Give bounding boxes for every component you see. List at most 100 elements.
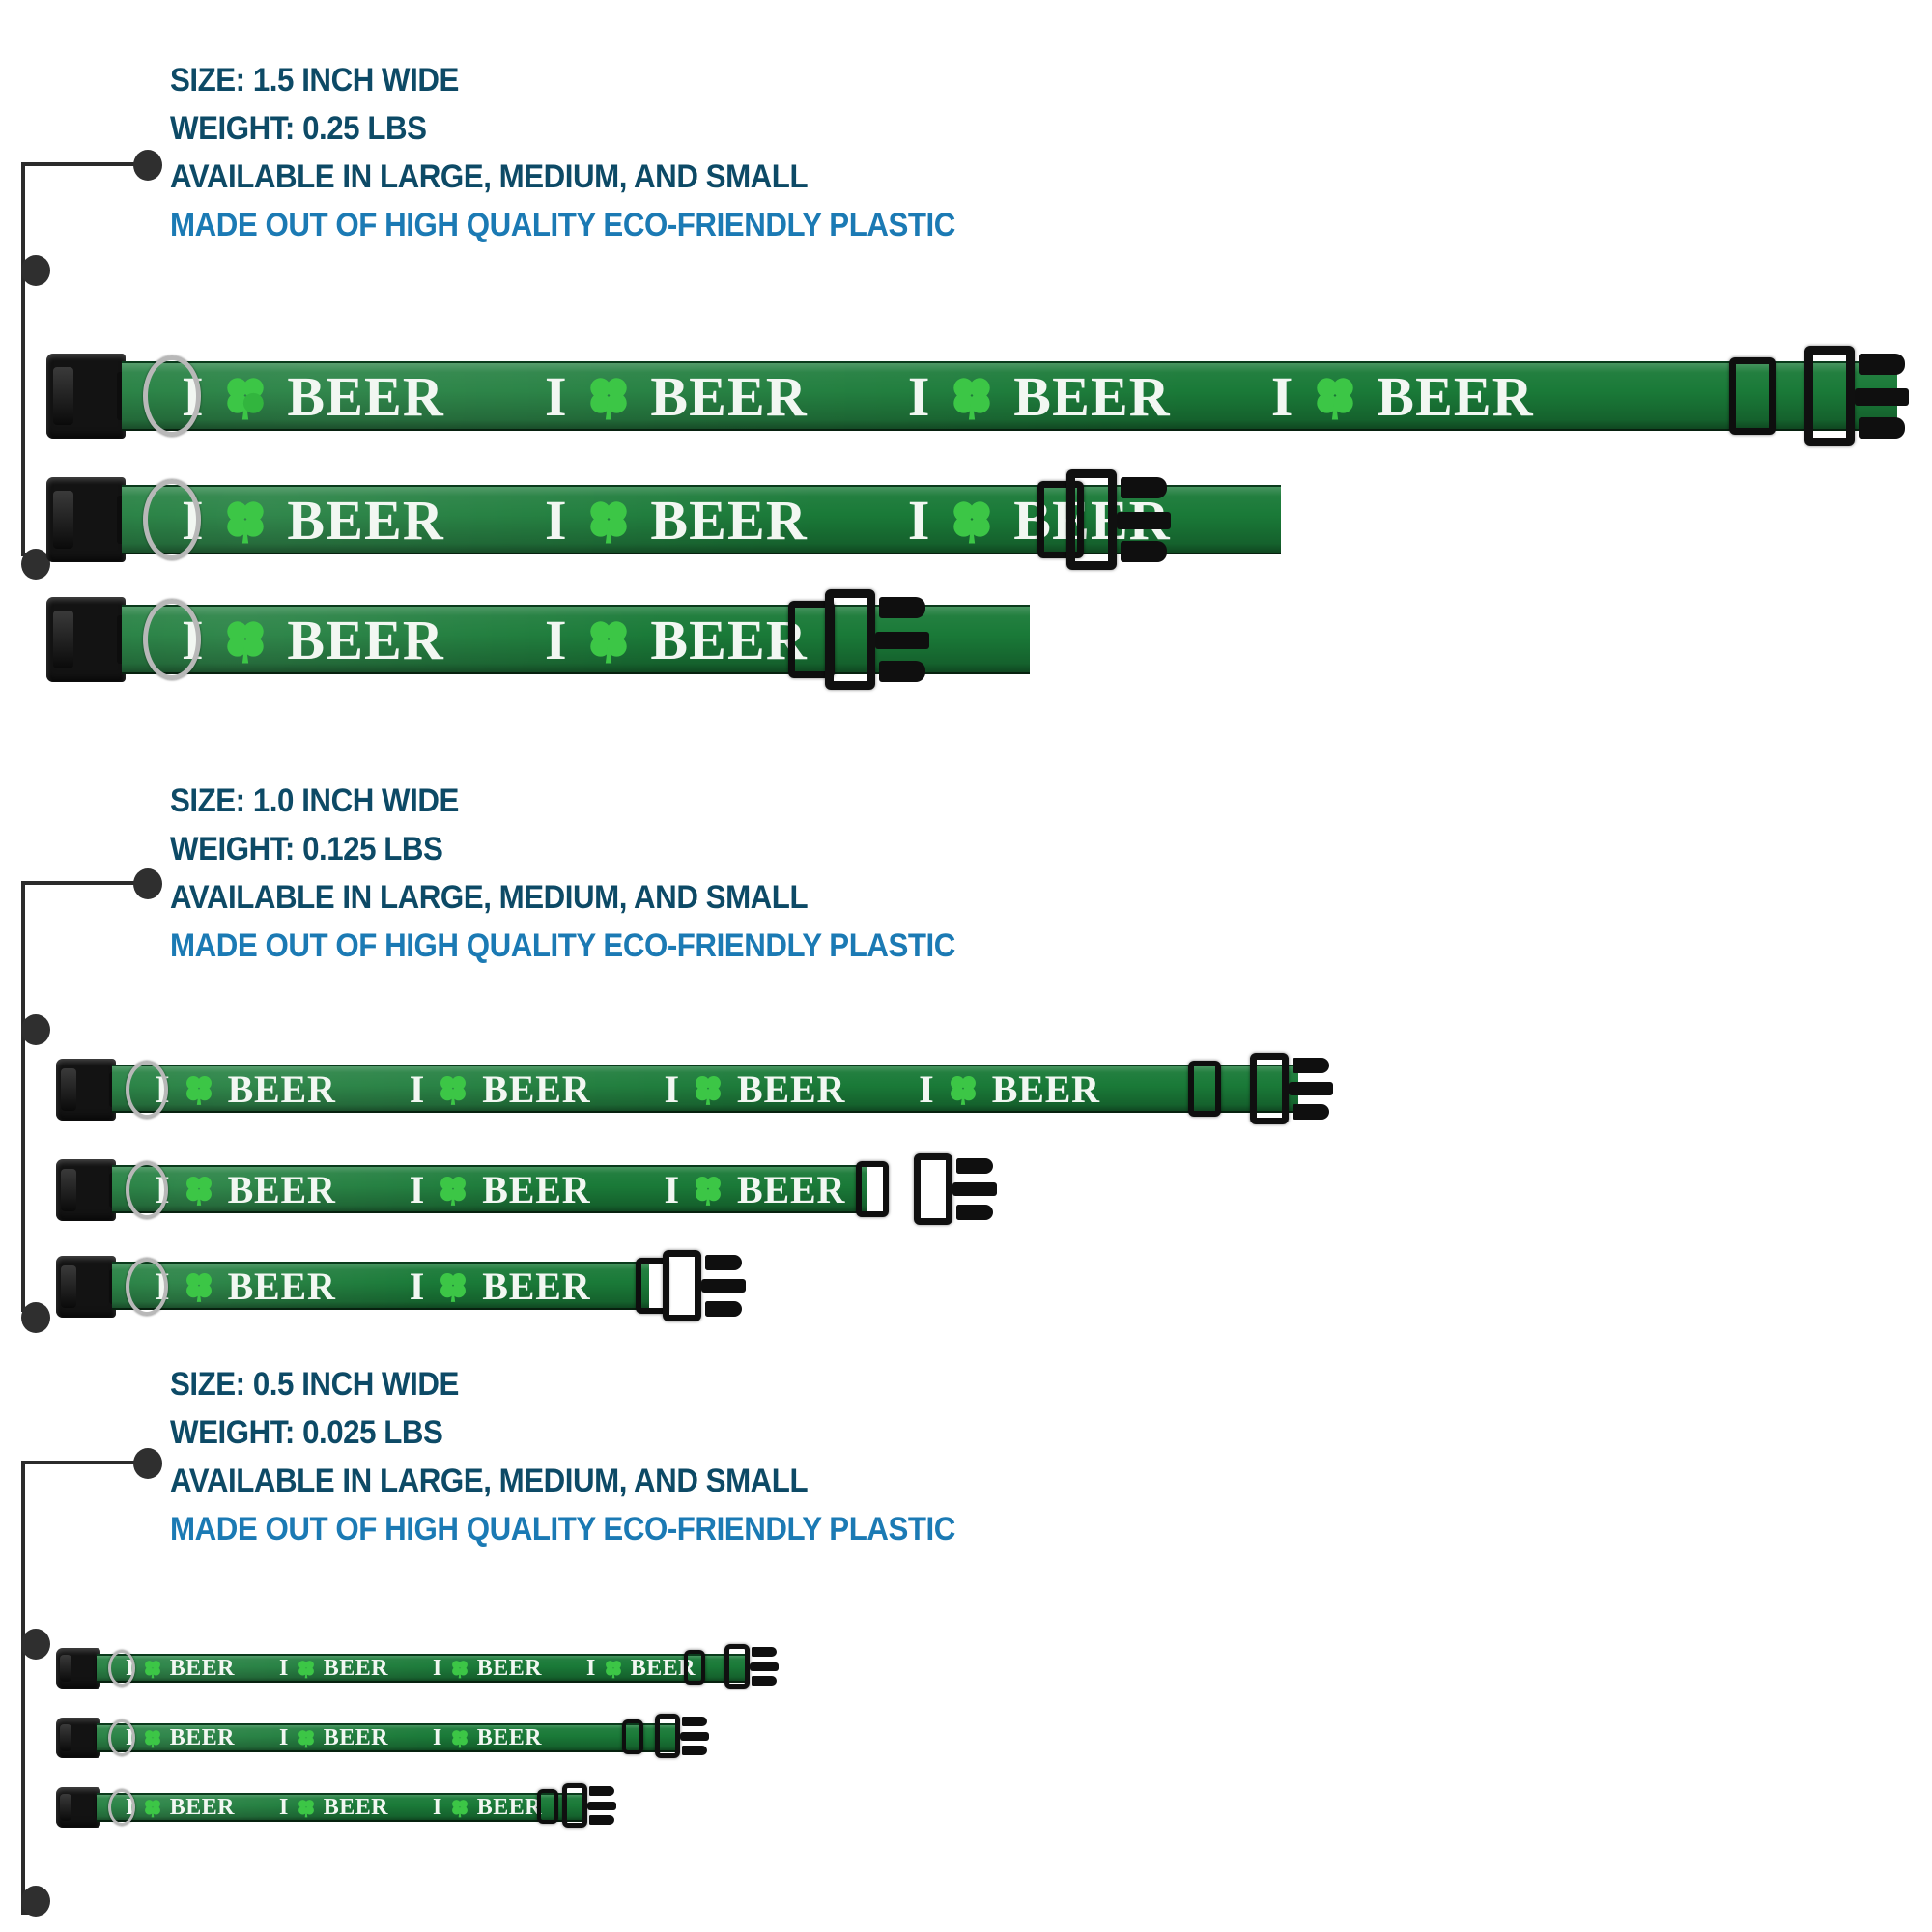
print-beer: BEER <box>287 364 444 428</box>
shamrock-icon <box>296 1727 317 1748</box>
spec-weight-1p0: WEIGHT: 0.125 LBS <box>170 831 443 867</box>
buckle-prong-middle <box>875 632 929 649</box>
d-ring-icon <box>126 1061 168 1119</box>
shamrock-icon <box>691 1172 725 1207</box>
print-i: I <box>433 1794 442 1820</box>
print-i: I <box>919 1066 934 1111</box>
buckle-prong-top <box>752 1647 777 1657</box>
buckle-prong-middle <box>952 1182 997 1196</box>
print-beer: BEER <box>287 488 444 552</box>
print-beer: BEER <box>650 364 808 428</box>
shamrock-icon <box>691 1071 725 1106</box>
strap-adjuster-slider <box>1037 481 1084 558</box>
buckle-frame <box>663 1250 701 1321</box>
print-beer: BEER <box>482 1167 591 1211</box>
callout-dot-bottom <box>21 549 50 580</box>
shamrock-icon <box>583 495 634 545</box>
print-beer: BEER <box>169 1655 235 1681</box>
buckle-male-half <box>655 1714 721 1758</box>
buckle-male-half <box>914 1153 1014 1225</box>
shamrock-icon <box>946 1071 980 1106</box>
d-ring-icon <box>108 1719 135 1756</box>
side-release-buckle-icon <box>46 354 130 439</box>
spec-block-1p0: SIZE: 1.0 INCH WIDE WEIGHT: 0.125 LBS AV… <box>170 784 1024 962</box>
shamrock-icon <box>947 371 997 421</box>
shamrock-icon <box>182 1172 216 1207</box>
buckle-prong-top <box>682 1717 707 1726</box>
print-i: I <box>544 608 567 671</box>
print-i: I <box>907 364 930 428</box>
spec-availability-1p5: AVAILABLE IN LARGE, MEDIUM, AND SMALL <box>170 158 809 195</box>
side-release-buckle-icon <box>56 1256 120 1318</box>
shamrock-icon <box>1310 371 1360 421</box>
shamrock-icon <box>436 1071 470 1106</box>
callout-dot-bottom <box>21 1302 50 1333</box>
print-i: I <box>433 1655 442 1681</box>
d-ring-icon <box>126 1161 168 1219</box>
spec-weight-1p5: WEIGHT: 0.25 LBS <box>170 110 427 147</box>
bracket-vertical <box>21 162 25 556</box>
spec-material-0p5: MADE OUT OF HIGH QUALITY ECO-FRIENDLY PL… <box>170 1511 955 1548</box>
print-beer: BEER <box>227 1264 336 1308</box>
buckle-prong-middle <box>750 1662 779 1671</box>
print-i: I <box>409 1167 425 1211</box>
bracket-top-arm <box>21 162 145 166</box>
d-ring-icon <box>108 1650 135 1687</box>
shamrock-icon <box>449 1727 470 1748</box>
print-beer: BEER <box>323 1724 388 1750</box>
buckle-prong-middle <box>701 1279 746 1293</box>
print-i: I <box>279 1655 289 1681</box>
buckle-prong-middle <box>1117 512 1171 529</box>
print-beer: BEER <box>737 1167 846 1211</box>
print-beer: BEER <box>323 1655 388 1681</box>
d-ring-icon <box>143 599 201 680</box>
print-unit: I BEER <box>279 1655 388 1681</box>
callout-dot-top <box>21 255 50 286</box>
callout-dot-top <box>21 1014 50 1045</box>
spec-availability-1p0: AVAILABLE IN LARGE, MEDIUM, AND SMALL <box>170 879 809 916</box>
print-i: I <box>907 488 930 552</box>
strap-adjuster-slider <box>684 1650 705 1685</box>
print-beer: BEER <box>323 1794 388 1820</box>
strap-adjuster-slider <box>537 1789 558 1824</box>
shamrock-icon <box>296 1658 317 1679</box>
buckle-frame <box>1250 1053 1289 1124</box>
print-i: I <box>1270 364 1293 428</box>
print-beer: BEER <box>169 1724 235 1750</box>
buckle-prong-bottom <box>956 1205 993 1220</box>
print-beer: BEER <box>482 1066 591 1111</box>
bracket-vertical <box>21 1461 25 1915</box>
shamrock-icon <box>220 371 270 421</box>
shamrock-icon <box>220 614 270 665</box>
buckle-prong-top <box>1121 477 1167 498</box>
spec-block-1p5: SIZE: 1.5 INCH WIDE WEIGHT: 0.25 LBS AVA… <box>170 64 1024 242</box>
buckle-male-half <box>1066 469 1192 570</box>
buckle-male-half <box>1804 346 1930 446</box>
bracket-top-arm <box>21 881 145 885</box>
spec-block-0p5: SIZE: 0.5 INCH WIDE WEIGHT: 0.025 LBS AV… <box>170 1368 1024 1546</box>
side-release-buckle-icon <box>56 1648 103 1689</box>
buckle-prong-top <box>879 597 925 618</box>
spec-availability-0p5: AVAILABLE IN LARGE, MEDIUM, AND SMALL <box>170 1463 809 1499</box>
